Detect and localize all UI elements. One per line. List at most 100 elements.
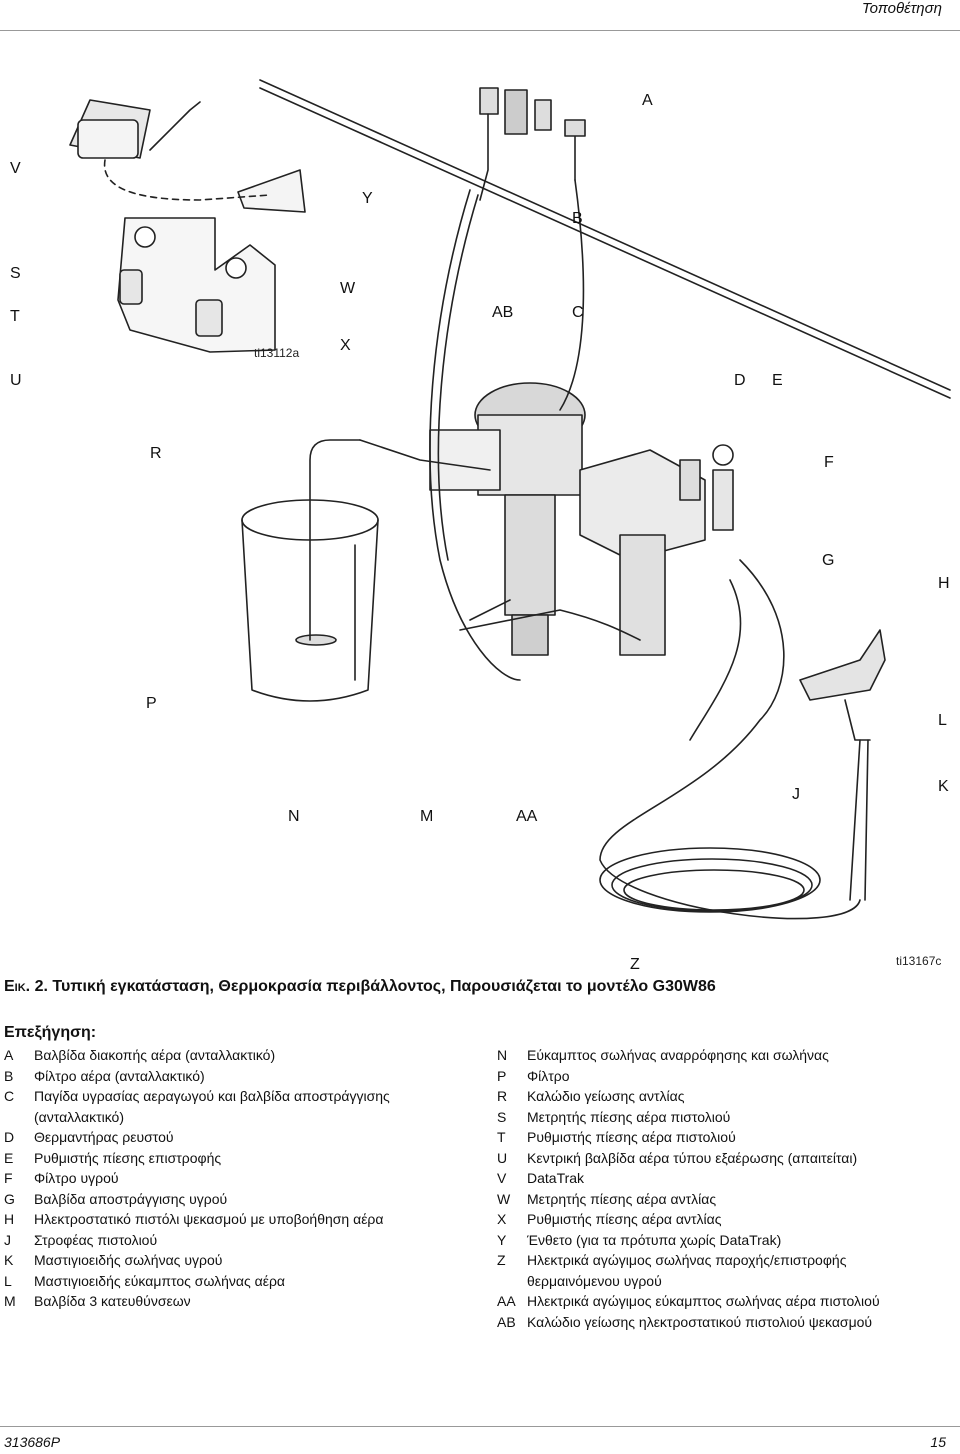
legend-text: Ρυθμιστής πίεσης αέρα πιστολιού — [527, 1129, 736, 1145]
callout-m: M — [420, 808, 434, 825]
installation-illustration — [69, 79, 951, 920]
legend-item: E Ρυθμιστής πίεσης επιστροφής — [4, 1148, 474, 1169]
inset-control-panel — [117, 217, 276, 353]
material-bucket — [241, 439, 379, 702]
coiled-hose — [599, 847, 821, 913]
insert-plate — [237, 169, 306, 213]
callout-b: B — [572, 210, 583, 227]
figure-caption-label: Εικ. 2. — [4, 978, 48, 995]
legend-key: X — [497, 1211, 507, 1227]
footer-divider — [0, 1426, 960, 1427]
legend-text: Βαλβίδα διακοπής αέρα (ανταλλακτικό) — [34, 1047, 276, 1063]
legend-text: Ένθετο (για τα πρότυπα χωρίς DataTrak) — [527, 1231, 782, 1248]
legend-text: Μαστιγιοειδής σωλήνας υγρού — [34, 1252, 223, 1268]
legend-key: F — [4, 1170, 13, 1186]
callout-p: P — [146, 695, 157, 712]
legend-item: J Στροφέας πιστολιού — [4, 1230, 474, 1251]
callout-a: A — [642, 92, 653, 109]
legend-item: (ανταλλακτικό) — [4, 1107, 474, 1128]
legend-key: S — [497, 1108, 507, 1125]
callout-x: X — [340, 337, 351, 354]
legend-text: Φίλτρο — [527, 1067, 570, 1084]
legend-text: Ηλεκτροστατικό πιστόλι ψεκασμού με υποβο… — [34, 1211, 384, 1227]
legend-key: W — [497, 1190, 511, 1207]
main-figure-id: ti13167c — [896, 954, 942, 968]
legend-item: θερμαινόμενου υγρού — [497, 1271, 957, 1292]
callout-aa: AA — [516, 808, 538, 825]
legend-item: T Ρυθμιστής πίεσης αέρα πιστολιού — [497, 1127, 957, 1148]
air-filter-assembly — [479, 87, 586, 201]
legend-text: Στροφέας πιστολιού — [34, 1231, 158, 1248]
header-divider — [0, 30, 960, 31]
legend-text: Μετρητής πίεσης αέρα πιστολιού — [527, 1108, 731, 1125]
legend-text: Καλώδιο γείωσης ηλεκτροστατικού πιστολιο… — [527, 1313, 873, 1330]
callout-y: Y — [362, 190, 373, 207]
spray-gun — [799, 629, 886, 901]
callout-z: Z — [630, 956, 640, 973]
legend-key: T — [497, 1129, 506, 1145]
legend-item: S Μετρητής πίεσης αέρα πιστολιού — [497, 1107, 957, 1128]
legend-text: (ανταλλακτικό) — [34, 1108, 124, 1125]
legend-key — [497, 1271, 527, 1292]
legend-key: D — [4, 1129, 15, 1145]
legend-key: N — [497, 1047, 508, 1063]
callout-g: G — [822, 552, 835, 569]
callout-f: F — [824, 454, 834, 471]
legend-item: K Μαστιγιοειδής σωλήνας υγρού — [4, 1250, 474, 1271]
legend-text: Μαστιγιοειδής εύκαμπτος σωλήνας αέρα — [34, 1272, 286, 1289]
callout-ab: AB — [492, 304, 514, 321]
installation-figure: A V Y B S W T AB C ti13112a X U D E R F … — [0, 40, 960, 973]
legend-text: θερμαινόμενου υγρού — [527, 1272, 662, 1289]
legend-key: L — [4, 1272, 12, 1289]
legend-text: Ρυθμιστής πίεσης επιστροφής — [34, 1149, 222, 1166]
legend-key: E — [4, 1149, 14, 1166]
legend-text: Καλώδιο γείωσης αντλίας — [527, 1088, 685, 1104]
legend-item: P Φίλτρο — [497, 1066, 957, 1087]
callout-v: V — [10, 160, 21, 177]
legend-key: P — [497, 1067, 507, 1084]
callout-s: S — [10, 265, 21, 282]
air-supply-line — [259, 79, 951, 399]
legend-key: H — [4, 1211, 15, 1227]
legend-key: R — [497, 1088, 508, 1104]
callout-d: D — [734, 372, 746, 389]
legend-item: H Ηλεκτροστατικό πιστόλι ψεκασμού με υποβ… — [4, 1209, 474, 1230]
legend-item: R Καλώδιο γείωσης αντλίας — [497, 1086, 957, 1107]
callout-r: R — [150, 445, 162, 462]
legend-key: V — [497, 1170, 507, 1186]
pump-body — [429, 382, 586, 656]
datatrak-module — [69, 99, 201, 159]
legend-key: K — [4, 1252, 14, 1268]
callout-l: L — [938, 712, 947, 729]
legend-key: Z — [497, 1252, 506, 1268]
legend-text: Μετρητής πίεσης αέρα αντλίας — [527, 1190, 717, 1207]
legend-item: W Μετρητής πίεσης αέρα αντλίας — [497, 1189, 957, 1210]
legend-text: Βαλβίδα 3 κατευθύνσεων — [34, 1293, 191, 1309]
legend-key: U — [497, 1149, 508, 1166]
callout-j: J — [792, 786, 800, 803]
legend-text: Βαλβίδα αποστράγγισης υγρού — [34, 1190, 228, 1207]
figure-caption: Εικ. 2. Τυπική εγκατάσταση, Θερμοκρασία … — [4, 978, 716, 996]
callout-c: C — [572, 304, 584, 321]
legend-key: AA — [497, 1293, 516, 1309]
legend-title: Επεξήγηση: — [4, 1024, 97, 1041]
inset-figure-id: ti13112a — [254, 346, 300, 360]
legend-item: L Μαστιγιοειδής εύκαμπτος σωλήνας αέρα — [4, 1271, 474, 1292]
page-number: 15 — [930, 1434, 946, 1450]
legend-key — [4, 1107, 34, 1128]
legend-key: M — [4, 1293, 16, 1309]
legend-key: J — [4, 1231, 11, 1248]
